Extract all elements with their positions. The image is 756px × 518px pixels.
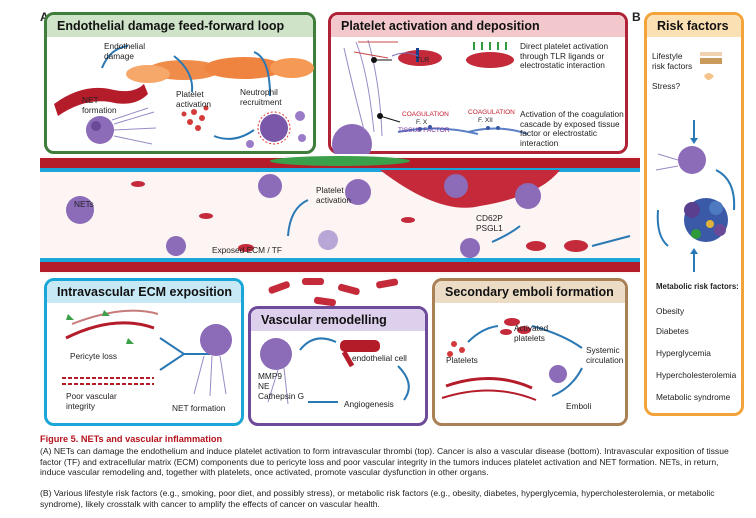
- remodelling-illustration: [260, 337, 410, 405]
- risk-illustration: [655, 52, 736, 272]
- label-cd62p: CD62P: [476, 213, 503, 223]
- panel-emboli-title: Secondary emboli formation: [435, 281, 625, 303]
- label-stress: Stress?: [652, 81, 681, 91]
- figure-title: Figure 5. NETs and vascular inflammation: [40, 434, 223, 444]
- blood-vessel: [40, 156, 640, 274]
- label-exposed-ecm: Exposed ECM / TF: [212, 245, 282, 255]
- panel-feedforward-title: Endothelial damage feed-forward loop: [47, 15, 313, 37]
- label-platelets: Platelets: [446, 355, 478, 365]
- panel-emboli: Secondary emboli formation: [432, 278, 628, 426]
- label-fxii: F. XII: [478, 117, 493, 124]
- ecm-illustration: [62, 309, 232, 397]
- label-activation-coagulation: Activation of the coagulation cascade by…: [520, 109, 624, 148]
- label-poor-vascular: Poor vascular integrity: [66, 391, 117, 411]
- emboli-illustration: [441, 318, 583, 401]
- metabolic-item-diabetes: Diabetes: [656, 326, 689, 336]
- label-angiogenesis: Angiogenesis: [344, 399, 394, 409]
- label-net-formation: NET formation: [82, 95, 117, 115]
- metabolic-item-metabolic-syndrome: Metabolic syndrome: [656, 392, 731, 402]
- caption-part-a: (A) NETs can damage the endothelium and …: [40, 446, 729, 478]
- label-tissue-factor: TISSUE FACTOR: [398, 127, 450, 134]
- panel-remodelling-title: Vascular remodelling: [251, 309, 425, 331]
- label-endothelial-cell: endothelial cell: [352, 353, 407, 363]
- label-ecm-net-formation: NET formation: [172, 403, 226, 413]
- label-activated-platelets: Activated platelets: [514, 323, 549, 343]
- label-direct-activation: Direct platelet activation through TLR l…: [520, 41, 609, 70]
- platelet-illustration: [332, 39, 529, 154]
- label-pericyte-loss: Pericyte loss: [70, 351, 118, 361]
- label-nets: NETs: [74, 199, 94, 209]
- feedforward-illustration: [54, 45, 314, 148]
- label-lifestyle: Lifestyle risk factors: [652, 51, 693, 71]
- label-tlr: TLR: [416, 57, 430, 64]
- label-ne: NE: [258, 381, 270, 391]
- label-cathepsin: Cathepsin G: [258, 391, 305, 401]
- label-endothelial-damage: Endothelial damage: [104, 41, 146, 61]
- label-fx: F. X: [416, 119, 428, 126]
- label-systemic-circulation: Systemic circulation: [586, 345, 624, 365]
- label-mmp9: MMP9: [258, 371, 282, 381]
- label-platelet-activation: Platelet activation: [176, 89, 212, 109]
- label-emboli: Emboli: [566, 401, 592, 411]
- label-coagulation-1: COAGULATION: [402, 111, 449, 118]
- metabolic-item-hypercholesterolemia: Hypercholesterolemia: [656, 370, 737, 380]
- label-psgl1: PSGL1: [476, 223, 503, 233]
- label-metabolic-title: Metabolic risk factors:: [656, 282, 739, 291]
- panel-ecm-title: Intravascular ECM exposition: [47, 281, 241, 303]
- label-vessel-platelet-activation: Platelet activation: [316, 185, 352, 205]
- red-cells-cluster: [268, 278, 399, 307]
- label-neutrophil-recruitment: Neutrophil recruitment: [240, 87, 282, 107]
- metabolic-item-obesity: Obesity: [656, 306, 685, 316]
- panel-letter-b: B: [632, 10, 641, 24]
- panel-risk-title: Risk factors: [647, 15, 741, 37]
- metabolic-item-hyperglycemia: Hyperglycemia: [656, 348, 711, 358]
- caption-part-b: (B) Various lifestyle risk factors (e.g.…: [40, 488, 715, 509]
- panel-platelet-title: Platelet activation and deposition: [331, 15, 625, 37]
- label-coagulation-2: COAGULATION: [468, 109, 515, 116]
